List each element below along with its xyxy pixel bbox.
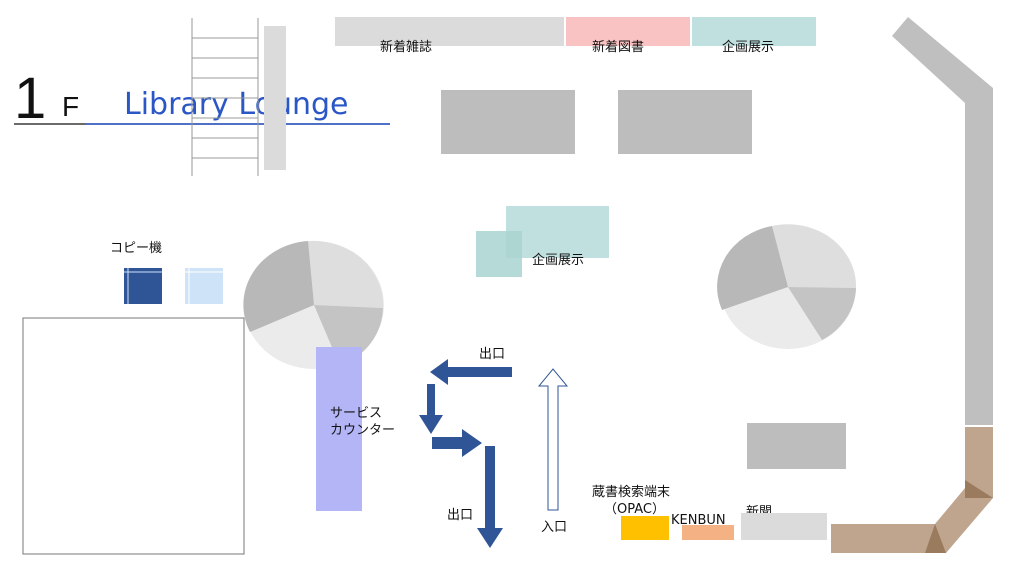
copier-label: コピー機: [110, 241, 162, 256]
copier-dark: [124, 268, 162, 304]
magazine-rack-right: [747, 423, 846, 469]
stair-wall: [264, 26, 286, 170]
opac-label-1: 蔵書検索端末: [592, 485, 670, 500]
new-books-label: 新着図書: [592, 39, 644, 55]
exit-arrow-down-large: [477, 446, 503, 548]
ramp-lower: [831, 427, 993, 553]
library-name: Library Lounge: [124, 87, 349, 122]
exhibition-top-shelf: [692, 17, 816, 46]
reading-table-left: [441, 90, 575, 154]
entrance-label: 入口: [541, 520, 567, 535]
exhibition-center-label: 企画展示: [532, 252, 584, 268]
reading-table-right: [618, 90, 752, 154]
floor-number: 1: [14, 66, 46, 131]
round-table-right: [717, 224, 857, 349]
new-magazines-label: 新着雑誌: [380, 39, 432, 55]
new-magazines-shelf: [335, 17, 564, 46]
ramp-upper: [892, 17, 993, 425]
floor-title: 1 F Library Lounge: [14, 66, 390, 131]
service-counter: [316, 347, 362, 511]
exit-arrow-left: [430, 359, 512, 385]
floor-letter: F: [62, 91, 79, 122]
exit-arrow-right: [432, 429, 482, 457]
new-books-shelf: [566, 17, 690, 46]
kenbun-terminal: [682, 525, 734, 540]
exhibition-center-stand: [476, 231, 522, 277]
exhibition-center-shelf: [506, 206, 609, 258]
kenbun-label: KENBUN: [671, 513, 726, 528]
exit-arrow-down-small: [419, 384, 443, 434]
round-table-left: [243, 240, 384, 369]
entrance-arrow-up: [537, 368, 569, 511]
room-outline: [22, 317, 245, 555]
exit-top-label: 出口: [479, 347, 505, 362]
service-counter-label-1: サービス: [330, 406, 382, 421]
service-counter-label-2: カウンター: [330, 423, 395, 438]
exhibition-top-label: 企画展示: [722, 39, 774, 55]
opac-label-2: （OPAC）: [604, 502, 665, 517]
opac-terminal: [621, 516, 669, 540]
copier-light: [185, 268, 223, 304]
stairs: [191, 18, 286, 176]
exit-bottom-label: 出口: [447, 508, 473, 523]
newspaper-rack: [741, 513, 827, 540]
